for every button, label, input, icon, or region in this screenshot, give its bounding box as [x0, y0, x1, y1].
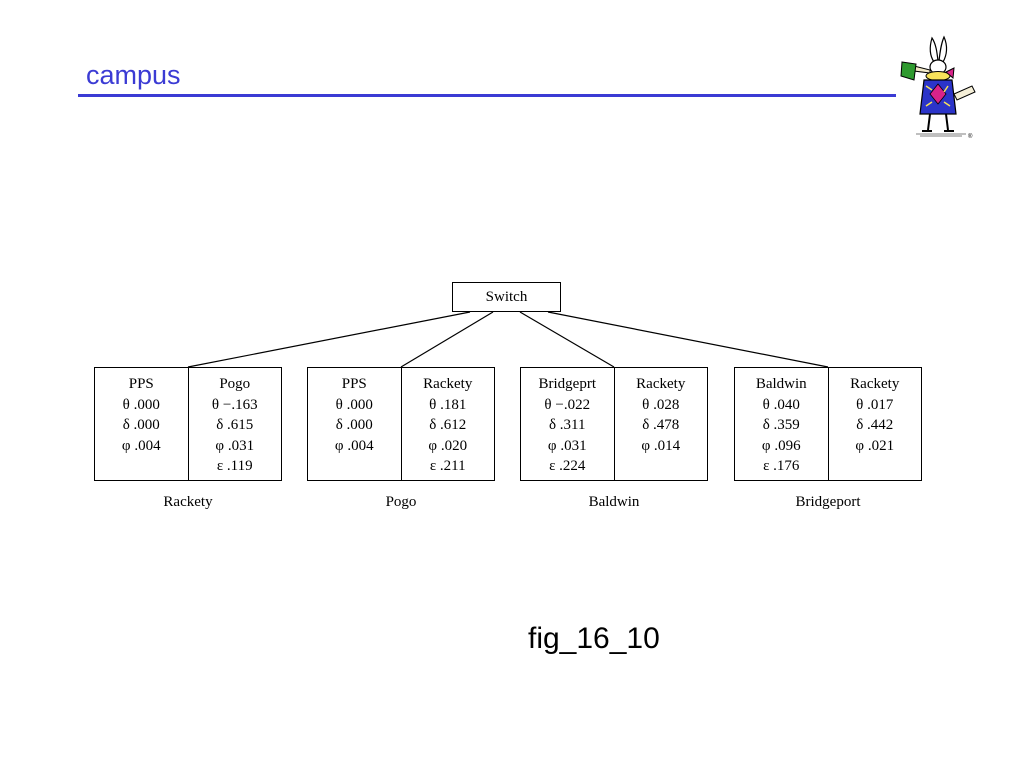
cell-line: θ .181: [429, 396, 467, 413]
cell-name: Rackety: [850, 376, 900, 392]
cell-line: θ .040: [762, 396, 800, 413]
title-underline: [78, 94, 896, 97]
cell-line: δ .311: [548, 417, 586, 433]
cell-line: ε .176: [763, 458, 800, 474]
node-label: Pogo: [385, 494, 417, 510]
tree-node-pogo: PPS θ .000 δ .000 φ .004 Rackety θ .181 …: [307, 367, 495, 481]
node-cell: PPS θ .000 δ .000 φ .004: [95, 368, 188, 480]
node-cell: PPS θ .000 δ .000 φ .004: [308, 368, 401, 480]
cell-line: δ .359: [762, 417, 800, 433]
cell-line: δ .442: [856, 417, 894, 433]
cell-line: δ .615: [216, 417, 254, 433]
figure-caption: fig_16_10: [528, 622, 660, 655]
cell-name: Pogo: [219, 376, 251, 392]
cell-line: φ .004: [334, 437, 374, 454]
root-node-switch: Switch: [452, 282, 561, 312]
cell-line: φ .031: [215, 437, 255, 454]
node-cell: Rackety θ .181 δ .612 φ .020 ε .211: [400, 368, 495, 480]
cell-line: ε .211: [429, 458, 466, 474]
cell-line: θ .000: [122, 396, 160, 413]
tree-node-rackety: PPS θ .000 δ .000 φ .004 Pogo θ −.163 δ …: [94, 367, 282, 481]
node-cell: Rackety θ .028 δ .478 φ .014: [613, 368, 708, 480]
cell-line: φ .096: [761, 437, 801, 454]
cell-name: Rackety: [636, 376, 686, 392]
node-label: Bridgeport: [795, 494, 861, 510]
cell-line: θ −.163: [211, 396, 258, 413]
cell-name: Bridgeprt: [538, 376, 597, 392]
node-label: Baldwin: [588, 494, 640, 510]
cell-name: Rackety: [423, 376, 473, 392]
cell-line: θ .017: [856, 396, 894, 413]
cell-line: ε .224: [549, 458, 586, 474]
root-node-label: Switch: [485, 288, 528, 305]
cell-line: δ .000: [122, 417, 160, 433]
cell-line: φ .031: [547, 437, 587, 454]
cell-line: θ −.022: [544, 396, 591, 413]
cell-name: PPS: [341, 376, 367, 392]
node-cell: Baldwin θ .040 δ .359 φ .096 ε .176: [735, 368, 828, 480]
node-label: Rackety: [163, 494, 213, 510]
tree-node-bridgeport: Baldwin θ .040 δ .359 φ .096 ε .176 Rack…: [734, 367, 922, 481]
connector-line: [519, 311, 615, 368]
cell-line: δ .000: [335, 417, 373, 433]
cell-name: PPS: [128, 376, 154, 392]
connector-line: [400, 311, 494, 368]
cell-line: δ .612: [429, 417, 467, 433]
cell-line: φ .020: [428, 437, 468, 454]
node-cell: Bridgeprt θ −.022 δ .311 φ .031 ε .224: [521, 368, 614, 480]
connector-line: [547, 311, 829, 368]
cell-line: φ .021: [855, 437, 895, 454]
cell-line: θ .028: [642, 396, 680, 413]
cell-name: Baldwin: [755, 376, 807, 392]
cell-line: φ .014: [641, 437, 681, 454]
connector-line: [187, 311, 471, 368]
slide-title: campus: [86, 60, 181, 90]
svg-text:®: ®: [968, 133, 973, 140]
cell-line: δ .478: [642, 417, 680, 433]
node-cell: Rackety θ .017 δ .442 φ .021: [827, 368, 922, 480]
cell-line: φ .004: [121, 437, 161, 454]
node-cell: Pogo θ −.163 δ .615 φ .031 ε .119: [187, 368, 282, 480]
white-rabbit-logo-icon: ®: [900, 35, 976, 140]
tree-node-baldwin: Bridgeprt θ −.022 δ .311 φ .031 ε .224 R…: [520, 367, 708, 481]
cell-line: ε .119: [216, 458, 253, 474]
cell-line: θ .000: [335, 396, 373, 413]
